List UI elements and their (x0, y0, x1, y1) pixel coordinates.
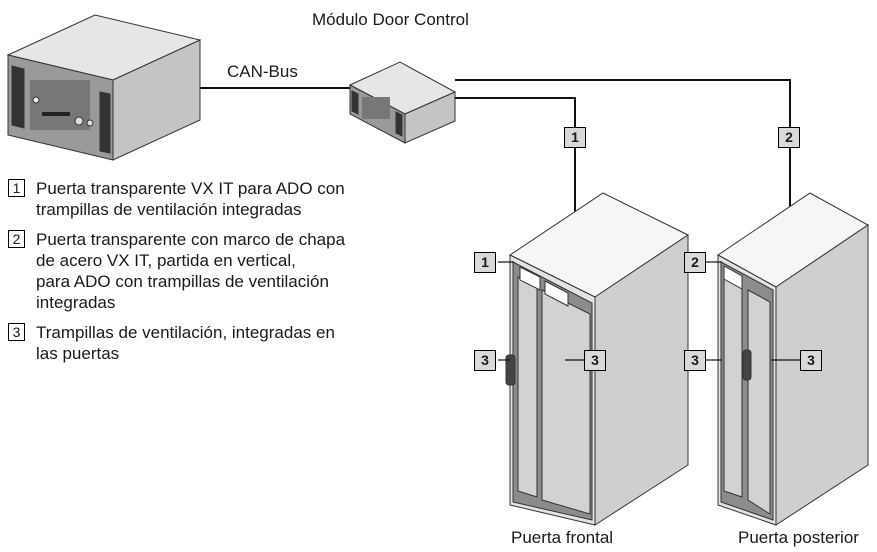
callout-3-front-right: 3 (584, 350, 606, 371)
legend-item-1: 1 Puerta transparente VX IT para ADO con… (8, 178, 428, 220)
legend-item-2: 2 Puerta transparente con marco de chapa… (8, 229, 428, 313)
legend-item-3: 3 Trampillas de ventilación, integradas … (8, 322, 428, 364)
rear-cabinet (717, 192, 869, 526)
legend: 1 Puerta transparente VX IT para ADO con… (8, 178, 428, 364)
legend-2-line-3: para ADO con trampillas de ventilación (36, 272, 329, 291)
controller-unit (6, 14, 202, 161)
legend-1-line-1: Puerta transparente VX IT para ADO con (36, 179, 345, 198)
legend-num-3: 3 (8, 323, 25, 341)
legend-3-line-2: las puertas (36, 344, 120, 363)
callout-1-cable: 1 (564, 127, 586, 148)
callout-1-front-door: 1 (474, 252, 496, 273)
legend-2-line-4: integradas (36, 293, 116, 312)
callout-3-front-left: 3 (474, 350, 496, 371)
front-cabinet (505, 192, 689, 526)
legend-num-2: 2 (8, 230, 25, 248)
callout-2-rear-door: 2 (684, 252, 706, 273)
callout-3-rear-right: 3 (800, 350, 822, 371)
diagram-title: Módulo Door Control (312, 10, 469, 29)
door-control-module (348, 61, 457, 144)
callout-2-cable: 2 (778, 127, 800, 148)
front-door-label: Puerta frontal (511, 528, 614, 547)
can-bus-label: CAN-Bus (227, 62, 298, 81)
callout-3-rear-left: 3 (684, 350, 706, 371)
callout-leaders (498, 261, 800, 361)
legend-num-1: 1 (8, 179, 25, 197)
legend-3-line-1: Trampillas de ventilación, integradas en (36, 323, 335, 342)
legend-2-line-1: Puerta transparente con marco de chapa (36, 230, 346, 249)
legend-2-line-2: de acero VX IT, partida en vertical, (36, 251, 296, 270)
rear-door-label: Puerta posterior (738, 528, 859, 547)
legend-1-line-2: trampillas de ventilación integradas (36, 200, 302, 219)
